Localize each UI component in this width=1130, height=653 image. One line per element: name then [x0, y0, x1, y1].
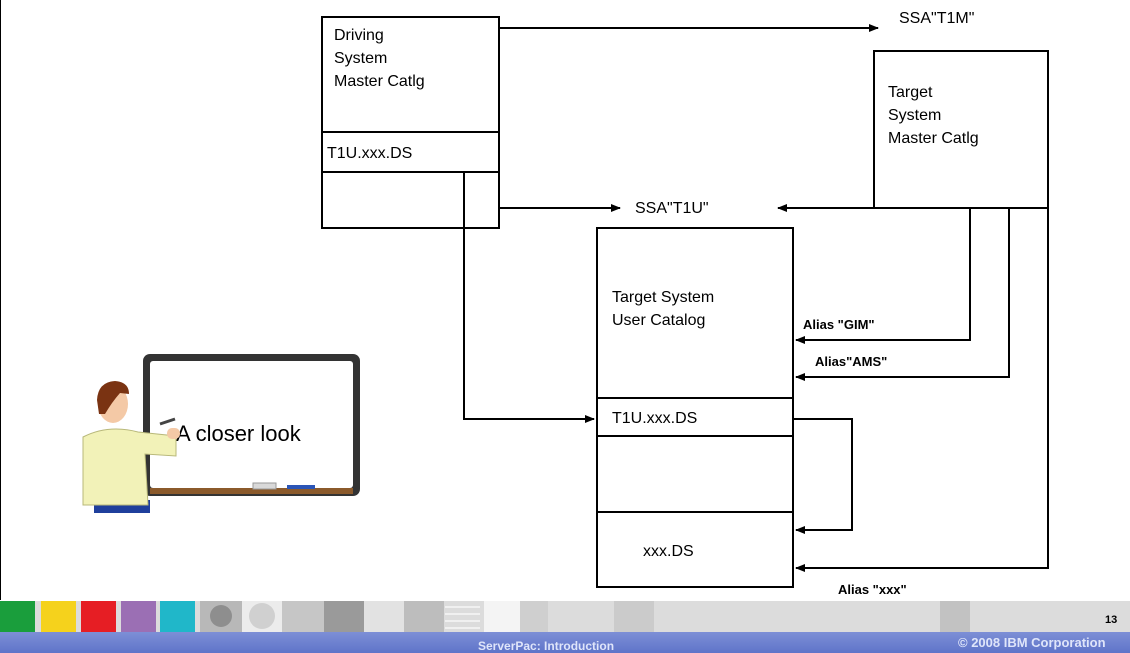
strip-swatch-2 [41, 601, 76, 632]
arrow-alias-ams [795, 208, 1010, 381]
user-data-label: xxx.DS [643, 543, 694, 560]
arrow-dataset-to-user-catalog [463, 172, 595, 423]
alias-xxx-label: Alias "xxx" [838, 582, 907, 597]
footer-bar: ServerPac: Introduction © 2008 IBM Corpo… [0, 632, 1130, 653]
strip-swatch-1 [0, 601, 35, 632]
strip-photo-5 [404, 601, 444, 632]
target-master-line-1: Target [888, 84, 933, 101]
color-strip [0, 601, 1130, 632]
ssa-t1m-label: SSA"T1M" [899, 10, 974, 27]
marker-icon [287, 485, 315, 489]
footer-copyright: © 2008 IBM Corporation [958, 635, 1106, 650]
driving-master-catalog-box: Driving System Master Catlg T1U.xxx.DS [321, 16, 500, 229]
alias-ams-label: Alias"AMS" [815, 354, 887, 369]
whiteboard-text: A closer look [176, 421, 302, 446]
driving-catalog-line-3: Master Catlg [334, 73, 425, 90]
user-catalog-line-2: User Catalog [612, 312, 705, 329]
slide-frame [0, 0, 1, 600]
target-master-catalog-box: Target System Master Catlg [873, 50, 1049, 209]
connectors [463, 24, 1049, 572]
arrow-alias-xxx [795, 208, 1049, 572]
whiteboard-illustration: A closer look [82, 354, 360, 513]
user-dataset-label: T1U.xxx.DS [612, 410, 697, 427]
target-master-line-3: Master Catlg [888, 130, 979, 147]
user-catalog-line-1: Target System [612, 289, 714, 306]
strip-swatch-5 [160, 601, 195, 632]
alias-gim-label: Alias "GIM" [803, 317, 875, 332]
target-master-line-2: System [888, 107, 941, 124]
arrow-dataset-to-data [793, 418, 853, 534]
strip-swatch-3 [81, 601, 116, 632]
ssa-t1u-label: SSA"T1U" [635, 200, 709, 217]
footer-title: ServerPac: Introduction [478, 639, 615, 653]
arrow-alias-gim [795, 208, 971, 344]
driving-catalog-line-2: System [334, 50, 387, 67]
strip-photo-3 [282, 601, 324, 632]
presenter-icon [82, 381, 180, 513]
strip-photo-4 [324, 601, 364, 632]
driving-catalog-line-1: Driving [334, 27, 384, 44]
catalog-diagram: Driving System Master Catlg T1U.xxx.DS T… [82, 10, 1049, 597]
strip-swatch-4 [121, 601, 156, 632]
driving-dataset-label: T1U.xxx.DS [327, 145, 412, 162]
eraser-icon [252, 482, 277, 490]
target-user-catalog-box: Target System User Catalog T1U.xxx.DS xx… [596, 227, 794, 588]
page-number: 13 [1105, 614, 1118, 626]
